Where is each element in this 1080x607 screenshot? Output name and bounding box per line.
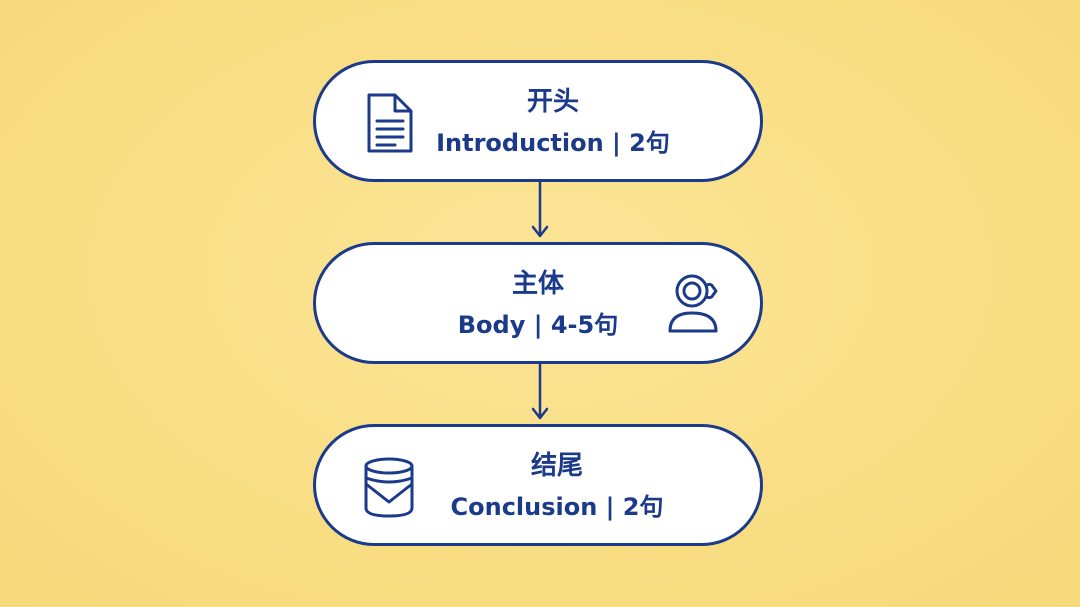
step-subtitle: Introduction | 2句 [436,129,670,157]
layered-box-icon [361,456,417,524]
person-speaking-icon [666,273,726,341]
step-title: 开头 [526,87,579,117]
step-subtitle: Conclusion | 2句 [450,493,664,521]
step-introduction: 开头 Introduction | 2句 [313,60,763,182]
arrow-connector [531,364,549,420]
step-title: 结尾 [530,451,583,481]
step-body: 主体 Body | 4-5句 [313,242,763,364]
step-title: 主体 [511,269,564,299]
step-subtitle: Body | 4-5句 [457,311,619,339]
arrow-connector [531,182,549,238]
step-conclusion: 结尾 Conclusion | 2句 [313,424,763,546]
document-icon [363,91,417,159]
